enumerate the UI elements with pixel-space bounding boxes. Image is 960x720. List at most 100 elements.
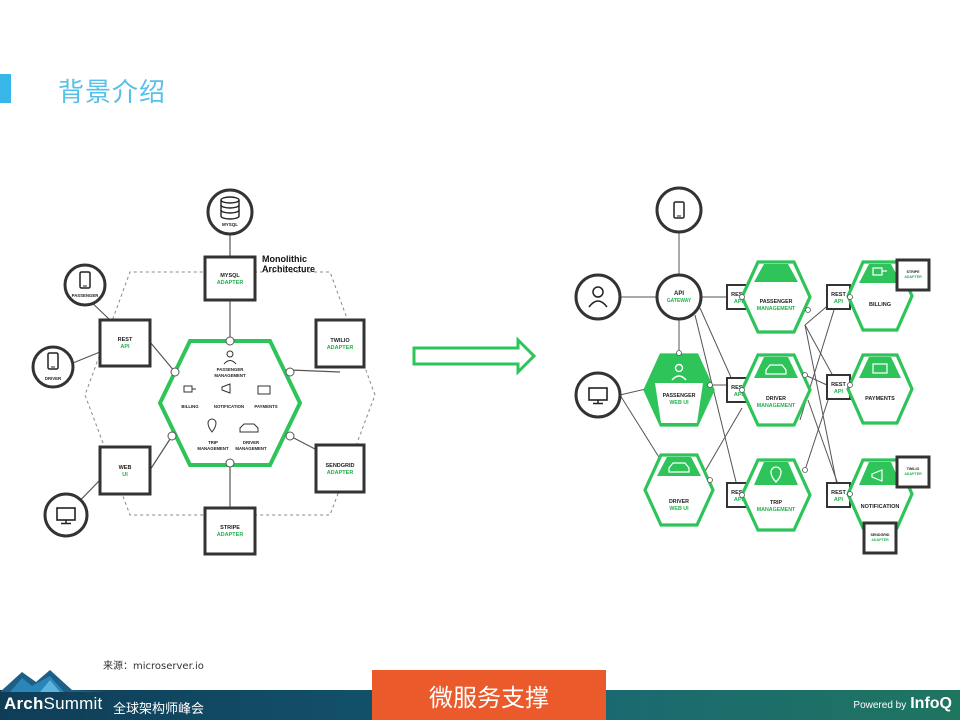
passenger-management-service: PASSENGER MANAGEMENT	[740, 260, 812, 334]
passenger-node-label: PASSENGER	[72, 293, 100, 298]
passenger-web-ui-service: PASSENGER WEB UI	[643, 353, 715, 427]
api-label: API	[734, 392, 744, 398]
rest-api-label-2: API	[120, 344, 130, 350]
module-billing-label: BILLING	[181, 404, 199, 409]
outer-dashed-hexagon	[84, 271, 376, 516]
payments-service: PAYMENTS	[846, 353, 914, 425]
powered-label: Powered by	[853, 700, 907, 711]
stripe-adapter-label-2: ADAPTER	[217, 532, 244, 538]
driver-management-service: DRIVER MANAGEMENT	[740, 353, 812, 427]
module-driver-label-1: DRIVER	[243, 440, 260, 445]
trip-management-service: TRIP MANAGEMENT	[740, 458, 812, 532]
rest-label: REST	[731, 490, 746, 496]
service-label-2: MANAGEMENT	[757, 403, 796, 409]
service-label-2: MANAGEMENT	[757, 306, 796, 312]
service-label-2: MANAGEMENT	[757, 507, 796, 513]
desktop-client-node	[43, 492, 89, 538]
twilio-adapter-box: TWILIO ADAPTER	[895, 455, 931, 489]
service-label: BILLING	[869, 302, 891, 308]
monolithic-title-1: Monolithic	[262, 254, 307, 264]
location-pin-icon	[207, 418, 217, 433]
person-icon	[671, 363, 687, 381]
service-label-1: TRIP	[770, 500, 783, 506]
source-value: microserver.io	[133, 661, 204, 672]
mysql-adapter-label-2: ADAPTER	[217, 280, 244, 286]
sendgrid-adapter-box: SENDGRID ADAPTER	[862, 521, 898, 555]
service-label: PAYMENTS	[865, 396, 895, 402]
twilio-adapter-label-2: ADAPTER	[327, 345, 354, 351]
twilio-adapter-box: TWILIO ADAPTER	[314, 318, 366, 369]
stripe-adapter-label-1: STRIPE	[220, 525, 240, 531]
mysql-database-node: MYSQL	[206, 188, 254, 236]
api-label: API	[834, 389, 844, 395]
api-label: API	[734, 299, 744, 305]
module-trip-label-2: MANAGEMENT	[197, 446, 229, 451]
service-label-1: PASSENGER	[663, 393, 696, 399]
adapter-label-1: TWILIO	[907, 467, 920, 471]
mysql-adapter-box: MYSQL ADAPTER	[203, 255, 257, 302]
location-pin-icon	[770, 466, 782, 483]
rest-api-box-payments: REST API	[826, 374, 851, 400]
megaphone-icon	[871, 469, 883, 482]
module-passenger-label-2: MANAGEMENT	[214, 373, 246, 378]
architecture-diagram: PASSENGER MANAGEMENT BILLING NOTIFICATIO…	[31, 186, 931, 556]
api-label: API	[834, 497, 844, 503]
title-accent-bar	[0, 74, 11, 103]
adapter-label-2: ADAPTER	[904, 472, 922, 476]
mountain-logo-graphic	[0, 670, 110, 692]
service-label-2: WEB UI	[669, 506, 689, 512]
rest-api-box-billing: REST API	[826, 284, 851, 310]
service-label-1: DRIVER	[766, 396, 786, 402]
stripe-adapter-box: STRIPE ADAPTER	[203, 506, 257, 556]
adapter-label-1: STRIPE	[907, 270, 921, 274]
driver-phone-node: DRIVER	[31, 345, 75, 389]
rest-api-box-notification: REST API	[826, 482, 851, 508]
mysql-node-label: MYSQL	[222, 222, 238, 227]
passenger-client-node	[574, 273, 622, 321]
rest-label: REST	[831, 490, 846, 496]
module-payments-label: PAYMENTS	[254, 404, 277, 409]
api-gateway-node: API GATEWAY	[655, 273, 703, 321]
driver-node-label: DRIVER	[45, 376, 62, 381]
rest-label: REST	[831, 292, 846, 298]
web-ui-adapter-box: WEB UI	[98, 445, 152, 496]
twilio-adapter-label-1: TWILIO	[330, 338, 350, 344]
service-label-2: WEB UI	[669, 400, 689, 406]
service-label-1: DRIVER	[669, 499, 689, 505]
billing-icon	[872, 267, 887, 276]
car-icon	[765, 364, 787, 375]
car-icon	[239, 423, 259, 433]
source-label: 来源：	[103, 661, 133, 672]
api-label: API	[734, 497, 744, 503]
archsummit-brand: ArchSummit	[4, 694, 102, 714]
mysql-adapter-label-1: MYSQL	[220, 273, 240, 279]
database-icon	[220, 196, 240, 220]
api-gateway-label-1: API	[674, 291, 684, 297]
billing-icon	[183, 385, 196, 393]
rest-label: REST	[731, 385, 746, 391]
api-gateway-label-2: GATEWAY	[667, 298, 692, 304]
monolithic-diagram: PASSENGER MANAGEMENT BILLING NOTIFICATIO…	[31, 188, 376, 556]
megaphone-icon	[221, 383, 231, 394]
rest-api-label-1: REST	[118, 337, 133, 343]
rest-label: REST	[831, 382, 846, 388]
module-driver-label-2: MANAGEMENT	[235, 446, 267, 451]
brand-main: Arch	[4, 694, 44, 713]
person-icon	[223, 350, 237, 365]
module-notification-label: NOTIFICATION	[214, 404, 244, 409]
module-trip-label-1: TRIP	[208, 440, 218, 445]
driver-web-ui-service: DRIVER WEB UI	[643, 453, 715, 527]
slide-title: 背景介绍	[58, 78, 167, 108]
module-passenger-label-1: PASSENGER	[217, 367, 245, 372]
brand-subtitle: 全球架构师峰会	[113, 702, 205, 717]
rest-api-adapter-box: REST API	[98, 318, 152, 368]
desktop-client-node	[574, 371, 622, 419]
microservices-diagram: API GATEWAY REST API REST API REST API	[574, 186, 931, 555]
person-icon	[588, 286, 608, 308]
section-title-badge: 微服务支撑	[372, 670, 606, 720]
adapter-label-2: ADAPTER	[871, 538, 889, 542]
service-label: NOTIFICATION	[861, 504, 900, 510]
payments-icon	[872, 363, 888, 374]
api-label: API	[834, 299, 844, 305]
passenger-phone-node: PASSENGER	[63, 263, 107, 307]
